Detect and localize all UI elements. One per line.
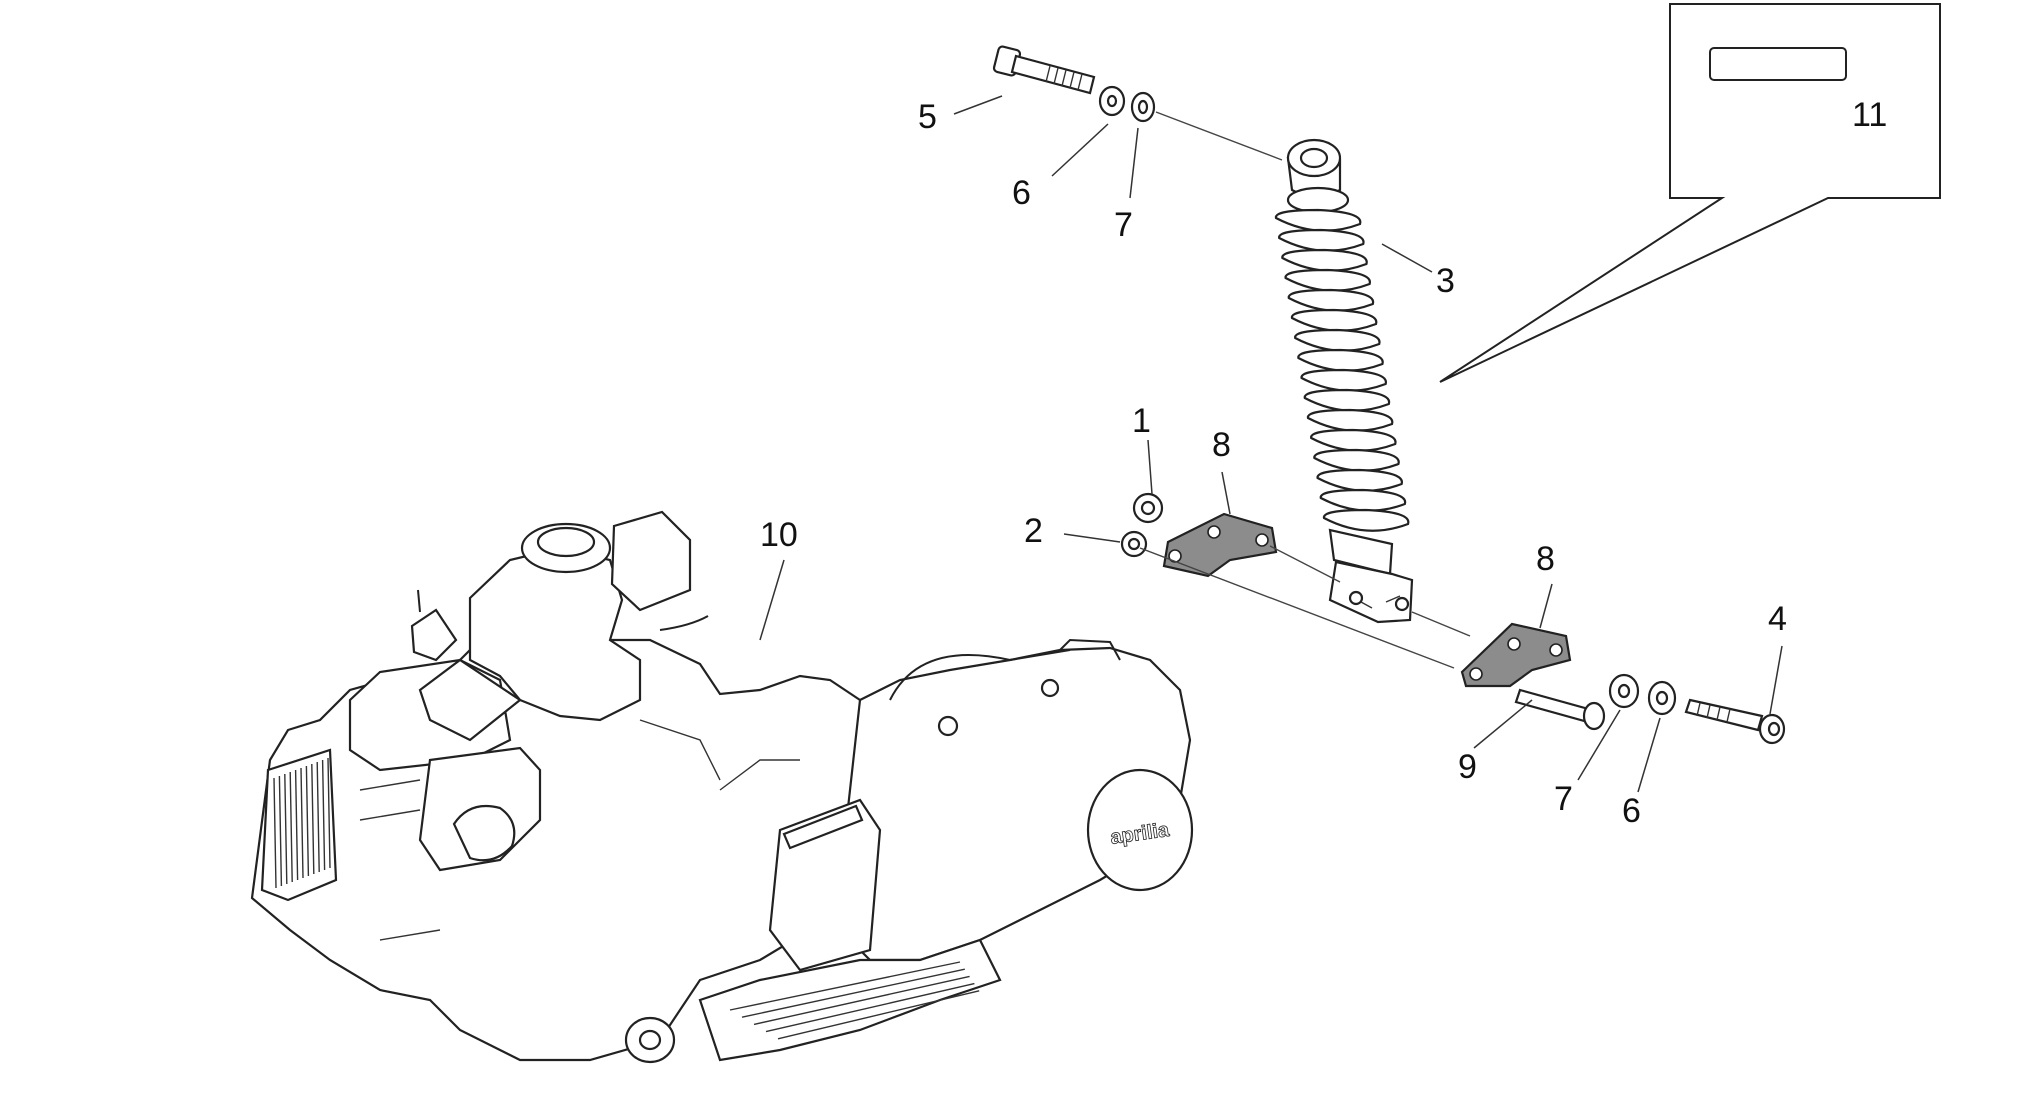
leader-5: [953, 95, 1003, 115]
washer-bottom-7: [1608, 673, 1640, 709]
washer-2: [1120, 530, 1148, 558]
bracket-right: [1460, 622, 1572, 688]
leader-2: [1063, 533, 1121, 543]
washer-top-7: [1130, 91, 1156, 123]
callout-11: 11: [1852, 96, 1887, 134]
leader-10: [759, 559, 785, 641]
bolt-4: [1684, 698, 1786, 745]
nut-1: [1132, 492, 1164, 524]
callout-7-bottom: 7: [1554, 780, 1573, 818]
leader-9: [1473, 699, 1533, 749]
leader-6-bottom: [1637, 717, 1661, 793]
washer-top-6: [1098, 85, 1126, 117]
shock-absorber: [1274, 138, 1414, 624]
callout-8-right: 8: [1536, 540, 1555, 578]
leader-7-bottom: [1577, 709, 1621, 781]
bolt-top: [992, 45, 1096, 95]
bracket-left: [1162, 512, 1278, 578]
callout-7-top: 7: [1114, 206, 1133, 244]
leader-1: [1147, 439, 1153, 495]
callout-4: 4: [1768, 600, 1787, 638]
bolt-9: [1514, 688, 1606, 731]
leader-7-top: [1129, 127, 1139, 199]
callout-5: 5: [918, 98, 937, 136]
callout-6-top: 6: [1012, 174, 1031, 212]
callout-9: 9: [1458, 748, 1477, 786]
callout-10: 10: [760, 516, 798, 554]
engine-assembly: aprilia: [250, 510, 1194, 1064]
callout-6-bottom: 6: [1622, 792, 1641, 830]
label-sticker: [1709, 47, 1847, 81]
callout-1: 1: [1132, 402, 1151, 440]
callout-2: 2: [1024, 512, 1043, 550]
leader-4: [1769, 645, 1783, 715]
callout-3: 3: [1436, 262, 1455, 300]
leader-8-right: [1539, 583, 1553, 629]
leader-8-left: [1221, 471, 1231, 515]
label-box: [1439, 3, 1941, 383]
washer-bottom-6: [1647, 680, 1677, 716]
callout-8-left: 8: [1212, 426, 1231, 464]
leader-6-top: [1051, 123, 1109, 177]
